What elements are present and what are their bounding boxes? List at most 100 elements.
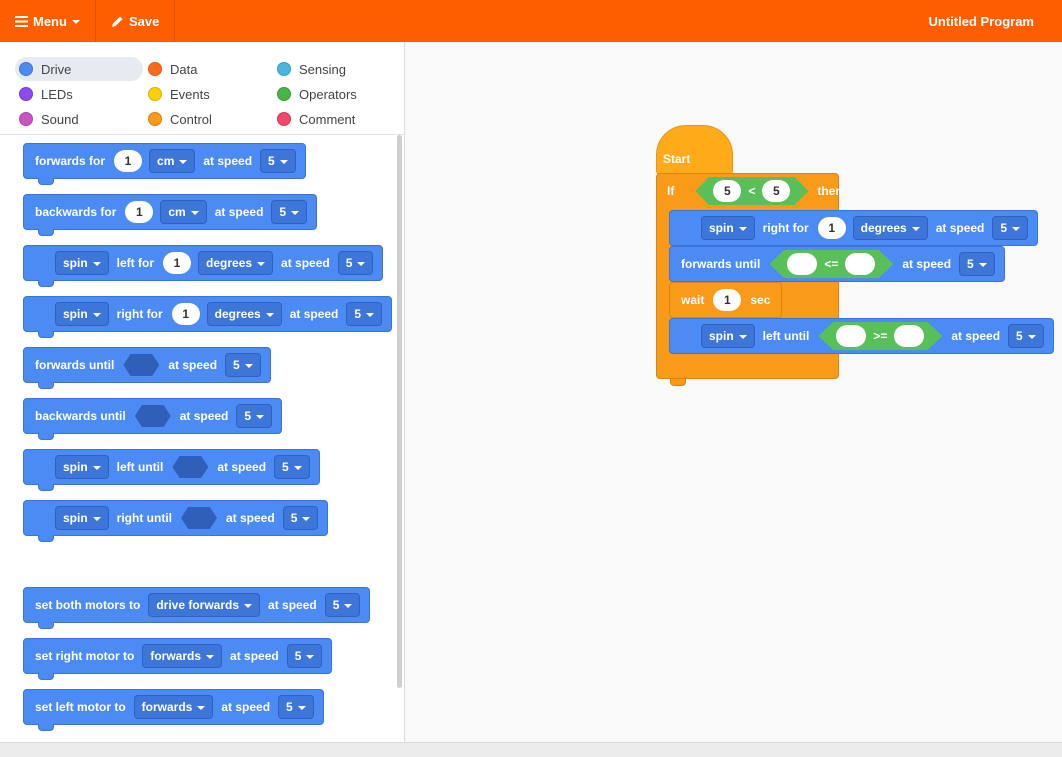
category-label: Control	[170, 111, 212, 127]
category-comment[interactable]: Comment	[273, 107, 393, 131]
less-equal-operator[interactable]: <=	[769, 250, 894, 278]
speed-dropdown[interactable]: 5	[992, 216, 1029, 240]
block-text: set right motor to	[35, 649, 135, 663]
angle-input[interactable]: 1	[817, 217, 846, 239]
bottom-bar	[0, 742, 1062, 757]
program-title[interactable]: Untitled Program	[928, 13, 1034, 29]
spin-right-until-block[interactable]: spin right until at speed 5	[23, 500, 329, 542]
block-text: at speed	[203, 154, 253, 168]
script-forwards-until-block[interactable]: forwards until <= at speed 5	[669, 246, 1005, 282]
dropdown-value: 5	[967, 257, 974, 271]
unit-dropdown[interactable]: degrees	[206, 302, 282, 326]
block-text: wait	[681, 293, 705, 307]
block-notch	[38, 382, 54, 389]
script-wait-block[interactable]: wait 1 sec	[669, 282, 783, 318]
condition-slot[interactable]	[181, 507, 217, 529]
category-data[interactable]: Data	[144, 57, 264, 81]
operand-a-input[interactable]: 5	[713, 180, 742, 202]
events-color-dot	[148, 87, 162, 101]
palette-scrollbar[interactable]	[395, 135, 404, 695]
speed-dropdown[interactable]: 5	[271, 200, 308, 224]
unit-dropdown[interactable]: cm	[149, 149, 196, 173]
block-text: right until	[116, 511, 172, 525]
speed-dropdown[interactable]: 5	[282, 506, 319, 530]
spin-right-for-block[interactable]: spin right for 1 degrees at speed 5	[23, 296, 393, 338]
speed-dropdown[interactable]: 5	[346, 302, 383, 326]
speed-dropdown[interactable]: 5	[225, 353, 261, 377]
block-notch	[38, 673, 54, 680]
speed-dropdown[interactable]: 5	[337, 251, 374, 275]
distance-input[interactable]: 1	[114, 150, 143, 172]
pencil-icon	[111, 16, 123, 27]
less-than-operator[interactable]: 5 < 5	[695, 177, 809, 205]
script-canvas[interactable]: Start If 5 < 5 then spin right for 1 deg…	[406, 42, 1062, 742]
speed-dropdown[interactable]: 5	[236, 404, 273, 428]
category-sensing[interactable]: Sensing	[273, 57, 393, 81]
spin-dropdown[interactable]: spin	[55, 506, 109, 530]
speed-dropdown[interactable]: 5	[1008, 324, 1044, 348]
category-sound[interactable]: Sound	[15, 107, 143, 131]
distance-input[interactable]: 1	[125, 201, 154, 223]
save-button[interactable]: Save	[96, 0, 176, 42]
operand-a-slot[interactable]	[836, 325, 867, 347]
operand-b-slot[interactable]	[894, 325, 925, 347]
spin-left-until-block[interactable]: spin left until at speed 5	[23, 449, 320, 491]
menu-button[interactable]: Menu	[0, 0, 96, 42]
direction-dropdown[interactable]: forwards	[142, 644, 223, 668]
unit-dropdown[interactable]: degrees	[852, 216, 928, 240]
category-label: Operators	[299, 86, 357, 102]
set-both-motors-block[interactable]: set both motors to drive forwards at spe…	[23, 587, 371, 629]
spin-dropdown[interactable]: spin	[55, 302, 109, 326]
angle-input[interactable]: 1	[163, 252, 192, 274]
backwards-for-block[interactable]: backwards for 1 cm at speed 5	[23, 194, 318, 236]
if-block-header[interactable]: If 5 < 5 then	[656, 173, 843, 209]
category-label: LEDs	[41, 86, 73, 102]
scrollbar-thumb[interactable]	[397, 135, 402, 688]
speed-dropdown[interactable]: 5	[274, 455, 310, 479]
unit-dropdown[interactable]: degrees	[198, 251, 274, 275]
spin-dropdown[interactable]: spin	[701, 324, 755, 348]
script-spin-right-for-block[interactable]: spin right for 1 degrees at speed 5	[669, 210, 1039, 246]
greater-equal-operator[interactable]: >=	[818, 322, 943, 350]
block-text: backwards until	[35, 409, 126, 423]
script-spin-left-until-block[interactable]: spin left until >= at speed 5	[669, 318, 1054, 354]
chevron-down-icon	[256, 415, 265, 419]
chevron-down-icon	[738, 335, 747, 339]
unit-dropdown[interactable]: cm	[160, 200, 207, 224]
operand-b-slot[interactable]	[845, 253, 876, 275]
spin-left-for-block[interactable]: spin left for 1 degrees at speed 5	[23, 245, 384, 287]
direction-dropdown[interactable]: forwards	[133, 695, 214, 719]
angle-input[interactable]: 1	[171, 303, 200, 325]
dropdown-value: 5	[345, 256, 353, 270]
condition-slot[interactable]	[134, 405, 171, 427]
hamburger-icon	[15, 15, 28, 27]
category-leds[interactable]: LEDs	[15, 82, 143, 106]
forwards-for-block[interactable]: forwards for 1 cm at speed 5	[23, 143, 306, 185]
spin-dropdown[interactable]: spin	[55, 455, 109, 479]
backwards-until-block[interactable]: backwards until at speed 5	[23, 398, 283, 440]
speed-dropdown[interactable]: 5	[286, 644, 323, 668]
category-control[interactable]: Control	[144, 107, 264, 131]
forwards-until-block[interactable]: forwards until at speed 5	[23, 347, 271, 389]
operand-a-slot[interactable]	[787, 253, 818, 275]
operand-b-input[interactable]: 5	[762, 180, 791, 202]
condition-slot[interactable]	[172, 456, 209, 478]
data-color-dot	[148, 62, 162, 76]
chevron-down-icon	[92, 517, 101, 521]
spin-dropdown[interactable]: spin	[55, 251, 109, 275]
direction-dropdown[interactable]: drive forwards	[148, 593, 261, 617]
speed-dropdown[interactable]: 5	[260, 149, 296, 173]
speed-dropdown[interactable]: 5	[324, 593, 361, 617]
speed-dropdown[interactable]: 5	[278, 695, 314, 719]
spin-dropdown[interactable]: spin	[701, 216, 755, 240]
set-right-motor-block[interactable]: set right motor to forwards at speed 5	[23, 638, 333, 680]
set-left-motor-block[interactable]: set left motor to forwards at speed 5	[23, 689, 324, 731]
category-drive[interactable]: Drive	[15, 57, 143, 81]
condition-slot[interactable]	[123, 354, 160, 376]
speed-dropdown[interactable]: 5	[959, 252, 995, 276]
block-text: right for	[116, 307, 163, 321]
seconds-input[interactable]: 1	[713, 289, 742, 311]
start-block[interactable]: Start	[656, 125, 733, 175]
category-operators[interactable]: Operators	[273, 82, 393, 106]
category-events[interactable]: Events	[144, 82, 264, 106]
